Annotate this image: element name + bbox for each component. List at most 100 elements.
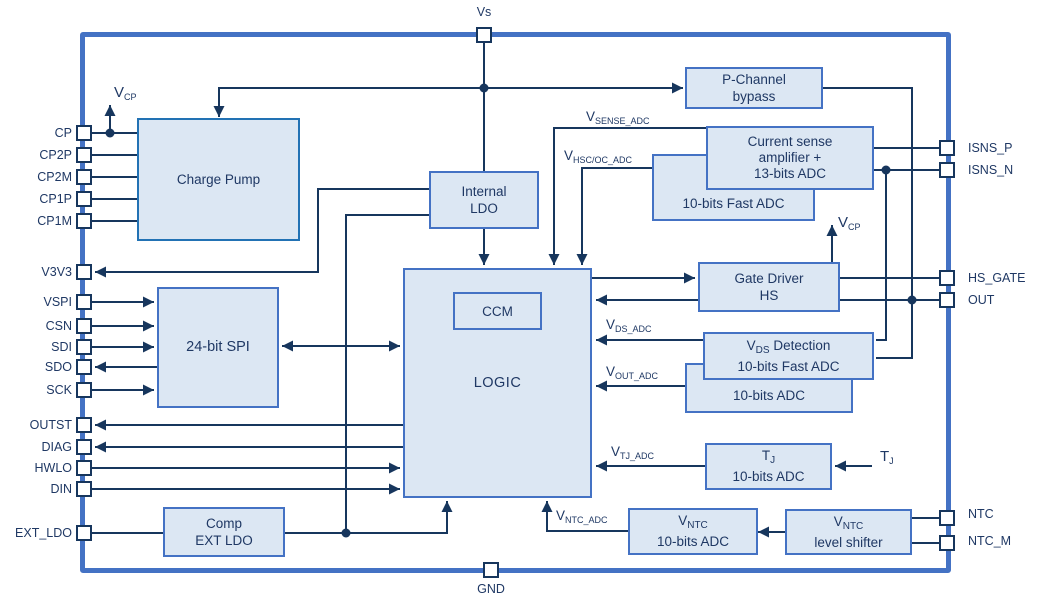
wire-vntcadc-to-logic bbox=[541, 501, 628, 532]
block-ccm: CCM bbox=[453, 292, 542, 330]
block-label-line2: 10-bits ADC bbox=[732, 469, 805, 484]
block-label-line2: 10-bits Fast ADC bbox=[737, 358, 840, 374]
pin-label-ext-ldo: EXT_LDO bbox=[15, 526, 72, 540]
pin-isns-p bbox=[939, 140, 955, 156]
block-label-line2: LDO bbox=[470, 201, 498, 216]
pin-hs-gate bbox=[939, 270, 955, 286]
pin-out bbox=[939, 292, 955, 308]
signal-label-tj: TJ bbox=[880, 448, 894, 467]
wire-ldo-rail bbox=[345, 214, 429, 533]
block-label: CCM bbox=[482, 303, 513, 319]
pin-isns-n bbox=[939, 162, 955, 178]
pin-sdo bbox=[76, 359, 92, 375]
block-label-line2: EXT LDO bbox=[195, 533, 253, 548]
pin-cp bbox=[76, 125, 92, 141]
pin-diag bbox=[76, 439, 92, 455]
pin-label-ntc-m: NTC_M bbox=[968, 534, 1012, 548]
pin-vspi bbox=[76, 294, 92, 310]
block-label-line2: 10-bits ADC bbox=[656, 534, 730, 549]
pin-din bbox=[76, 481, 92, 497]
signal-label-vsense-adc: VSENSE_ADC bbox=[586, 109, 650, 126]
pin-label-din: DIN bbox=[50, 482, 72, 496]
block-label: LOGIC bbox=[473, 374, 522, 391]
pin-label-sck: SCK bbox=[46, 383, 72, 397]
pin-label-cp2m: CP2M bbox=[37, 170, 72, 184]
block-label: Charge Pump bbox=[176, 172, 261, 187]
pin-sck bbox=[76, 382, 92, 398]
block-label-line2: bypass bbox=[732, 89, 776, 104]
block-current-sense-amplifier: Current sense amplifier + 13-bits ADC bbox=[706, 126, 874, 190]
block-label: 24-bit SPI bbox=[186, 339, 250, 355]
block-label-line3: 13-bits ADC bbox=[753, 166, 827, 181]
block-label-line1: VNTC bbox=[833, 513, 864, 532]
signal-label-vds-adc: VDS_ADC bbox=[606, 317, 652, 334]
signal-label-vcp-right: VCP bbox=[838, 214, 861, 233]
pin-gnd bbox=[483, 562, 499, 578]
block-label-line2: level shifter bbox=[814, 534, 883, 550]
pin-label-cp1m: CP1M bbox=[37, 214, 72, 228]
block-label-line1: Internal bbox=[461, 184, 507, 199]
signal-label-vtj-adc: VTJ_ADC bbox=[611, 444, 655, 461]
pin-ntc bbox=[939, 510, 955, 526]
block-label: 10-bits ADC bbox=[732, 388, 806, 403]
block-gate-driver-hs: Gate Driver HS bbox=[698, 262, 840, 312]
pin-label-cp2p: CP2P bbox=[39, 148, 72, 162]
pin-label-sdi: SDI bbox=[51, 340, 72, 354]
pin-label-isns-p: ISNS_P bbox=[968, 141, 1013, 155]
pin-label-isns-n: ISNS_N bbox=[968, 163, 1014, 177]
pin-label-cp1p: CP1P bbox=[39, 192, 72, 206]
pin-cp1m bbox=[76, 213, 92, 229]
wire-ldo-to-v3v3 bbox=[95, 188, 429, 278]
pin-label-sdo: SDO bbox=[44, 360, 72, 374]
block-tj-adc: TJ 10-bits ADC bbox=[705, 443, 832, 490]
pin-vs bbox=[476, 27, 492, 43]
wire-pchannel-to-out-vds bbox=[823, 87, 913, 359]
pin-csn bbox=[76, 318, 92, 334]
block-label: 10-bits Fast ADC bbox=[682, 196, 785, 211]
wire-isnsn-to-vds bbox=[876, 170, 887, 341]
pin-cp2m bbox=[76, 169, 92, 185]
block-vds-detection: VDS Detection 10-bits Fast ADC bbox=[703, 332, 874, 380]
pin-label-vspi: VSPI bbox=[43, 295, 73, 309]
pin-label-vs: Vs bbox=[476, 5, 492, 19]
block-label-line1: VNTC bbox=[678, 513, 708, 531]
signal-label-vntc-adc: VNTC_ADC bbox=[556, 508, 608, 525]
block-comp-ext-ldo: Comp EXT LDO bbox=[163, 507, 285, 557]
pin-ntc-m bbox=[939, 535, 955, 551]
wire-extldo-to-logic bbox=[285, 501, 453, 534]
wire-vs-to-chargepump bbox=[213, 87, 484, 117]
block-p-channel-bypass: P-Channel bypass bbox=[685, 67, 823, 109]
signal-label-vhscoc-adc: VHSC/OC_ADC bbox=[564, 148, 633, 165]
block-label-line1: Comp bbox=[205, 516, 242, 531]
pin-label-cp: CP bbox=[54, 126, 72, 140]
pin-label-hwlo: HWLO bbox=[34, 461, 73, 475]
pin-v3v3 bbox=[76, 264, 92, 280]
pin-cp2p bbox=[76, 147, 92, 163]
pin-label-outst: OUTST bbox=[29, 418, 72, 432]
pin-hwlo bbox=[76, 460, 92, 476]
junction-dots bbox=[105, 83, 917, 538]
wire-vsense-to-logic bbox=[548, 127, 706, 265]
block-vntc-level-shifter: VNTC level shifter bbox=[785, 509, 912, 555]
pin-label-out: OUT bbox=[968, 293, 995, 307]
pin-label-gnd: GND bbox=[477, 582, 505, 596]
pin-outst bbox=[76, 417, 92, 433]
block-label-line2: amplifier + bbox=[758, 150, 822, 165]
signal-label-vcp-left: VCP bbox=[114, 84, 137, 103]
pin-label-v3v3: V3V3 bbox=[41, 265, 72, 279]
pin-sdi bbox=[76, 339, 92, 355]
signal-label-vout-adc: VOUT_ADC bbox=[606, 364, 659, 381]
pin-label-hs-gate: HS_GATE bbox=[968, 271, 1026, 285]
block-label-line2: HS bbox=[759, 288, 779, 303]
pin-label-diag: DIAG bbox=[41, 440, 72, 454]
pin-cp1p bbox=[76, 191, 92, 207]
block-label-line1: VDS Detection bbox=[746, 337, 831, 356]
block-24bit-spi: 24-bit SPI bbox=[157, 287, 279, 408]
block-charge-pump: Charge Pump bbox=[137, 118, 300, 241]
block-label-line1: Current sense bbox=[747, 134, 833, 149]
pin-ext-ldo bbox=[76, 525, 92, 541]
block-internal-ldo: Internal LDO bbox=[429, 171, 539, 229]
pin-label-ntc: NTC bbox=[968, 507, 994, 521]
